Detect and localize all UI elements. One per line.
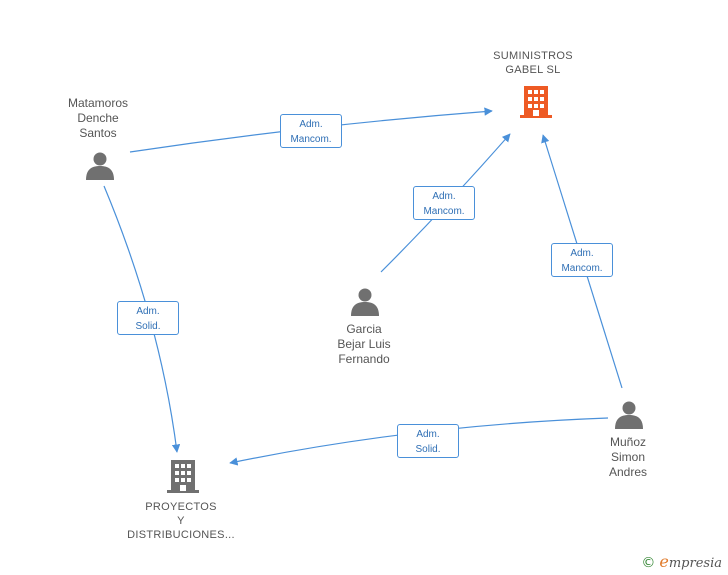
edge-label-line: Adm. <box>416 429 440 440</box>
edge-label-garcia-suministros[interactable]: Adm. Mancom. <box>413 186 475 220</box>
person-icon[interactable] <box>615 401 643 430</box>
edge-label-munoz-proyectos[interactable]: Adm. Solid. <box>397 424 459 458</box>
copyright-icon: © <box>641 555 656 571</box>
node-label-line: Y <box>177 515 185 527</box>
brand-name: mpresia <box>668 556 722 571</box>
edge-label-line: Mancom. <box>290 134 332 145</box>
node-label-line: Muñoz <box>609 435 647 449</box>
edge-label-matamoros-suministros[interactable]: Adm. Mancom. <box>280 114 342 148</box>
node-label-munoz[interactable]: Muñoz Simon Andres <box>588 435 668 480</box>
edge-label-line: Adm. <box>136 306 160 317</box>
edge-label-line: Adm. <box>299 119 323 130</box>
edge-label-matamoros-proyectos[interactable]: Adm. Solid. <box>117 301 179 335</box>
node-label-line: Simon <box>610 450 645 464</box>
node-label-line: SUMINISTROS <box>493 50 573 62</box>
edge-label-line: Adm. <box>570 248 594 259</box>
edge-label-line: Solid. <box>135 321 161 332</box>
node-label-proyectos[interactable]: PROYECTOS Y DISTRIBUCIONES... <box>116 500 246 542</box>
brand-logo: ©empresia <box>641 552 722 571</box>
node-label-line: GABEL SL <box>505 64 561 76</box>
person-icon[interactable] <box>86 152 114 181</box>
building-icon[interactable] <box>520 86 552 118</box>
node-label-line: DISTRIBUCIONES... <box>127 529 235 541</box>
edge-label-munoz-suministros[interactable]: Adm. Mancom. <box>551 243 613 277</box>
node-label-line: Fernando <box>338 352 390 366</box>
edge-label-line: Adm. <box>432 191 456 202</box>
node-label-line: Denche <box>77 111 119 125</box>
edge-label-line: Solid. <box>415 444 441 455</box>
edge-label-line: Mancom. <box>423 206 465 217</box>
building-icon[interactable] <box>167 460 199 493</box>
node-label-line: Andres <box>608 465 648 479</box>
node-label-line: PROYECTOS <box>145 501 217 513</box>
node-label-line: Bejar Luis <box>337 337 391 351</box>
node-label-matamoros[interactable]: Matamoros Denche Santos <box>50 96 146 141</box>
person-icon[interactable] <box>351 288 379 317</box>
node-label-line: Matamoros <box>67 96 129 110</box>
node-label-garcia[interactable]: Garcia Bejar Luis Fernando <box>318 322 410 367</box>
node-label-suministros[interactable]: SUMINISTROS GABEL SL <box>470 49 596 77</box>
node-label-line: Garcia <box>346 322 382 336</box>
brand-initial: e <box>659 552 669 571</box>
node-label-line: Santos <box>79 126 117 140</box>
edge-label-line: Mancom. <box>561 263 603 274</box>
